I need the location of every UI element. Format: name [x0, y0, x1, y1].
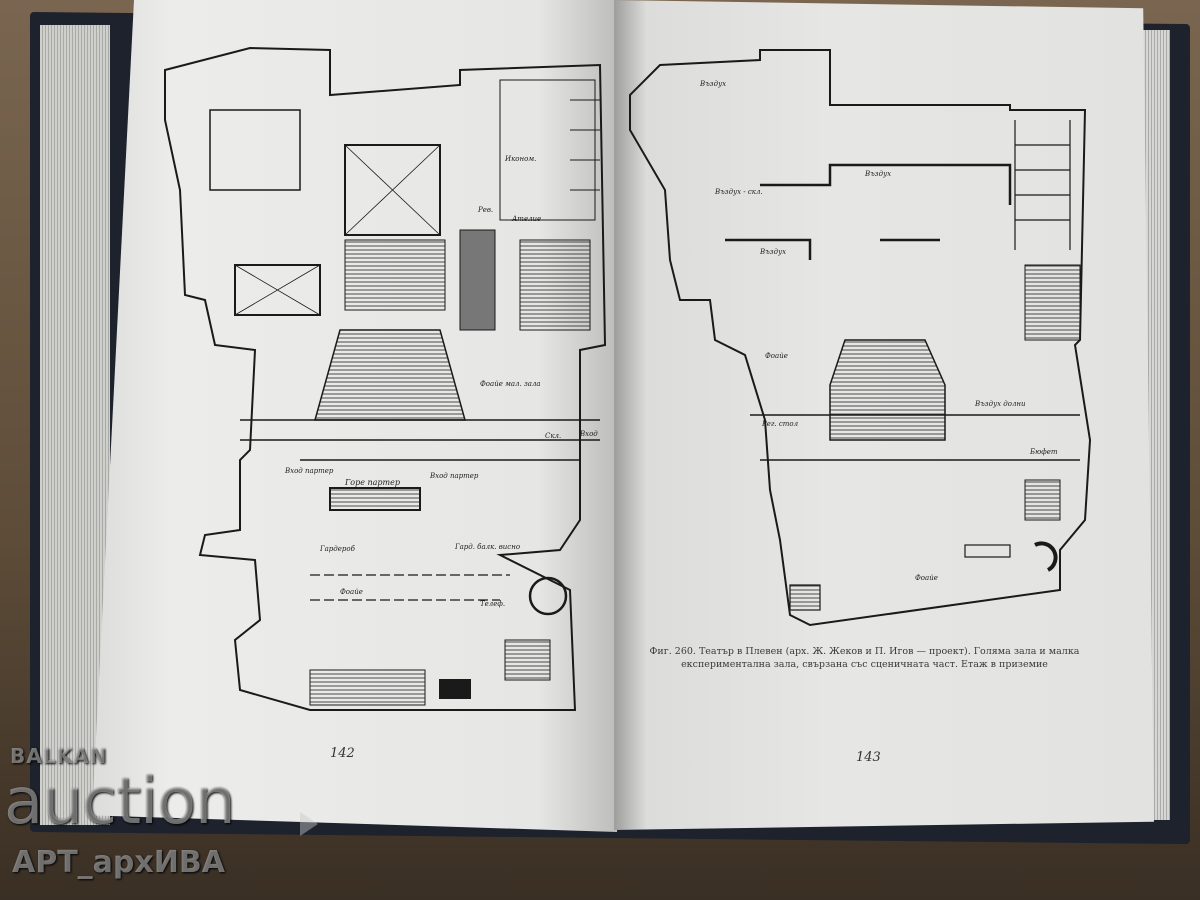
plan-label: Вход [580, 430, 598, 438]
watermark-seller: АРТ_архИВА [12, 845, 225, 880]
plan-label: Скл. [545, 432, 562, 440]
plan-label: Бюфет [1030, 448, 1058, 456]
page-number-right: 143 [856, 750, 881, 765]
watermark-brand-main: auction [4, 765, 236, 839]
plan-label: Вход партер [430, 472, 479, 480]
plan-label: Рев. [478, 206, 494, 214]
plan-label: Въздух долни [975, 400, 1026, 408]
plan-label: Иконом. [505, 155, 537, 163]
figure-caption: Фиг. 260. Театър в Плевен (арх. Ж. Жеков… [649, 646, 1080, 670]
plan-label: Въздух [865, 170, 892, 178]
plan-label: Фоайе мал. зала [480, 380, 541, 388]
watermark-brand-top: BALKAN [10, 744, 108, 768]
plan-label: Ателие [512, 215, 542, 223]
plan-label: Телеф. [480, 600, 506, 608]
watermark-play-icon [300, 812, 318, 836]
page-number-left: 142 [330, 746, 355, 761]
plan-label: Въздух [760, 248, 787, 256]
plan-label: Фоайе [765, 352, 788, 360]
plan-label: Гард. балк. висно [455, 543, 521, 551]
plan-label: Фоайе [340, 588, 363, 596]
plan-label: Вход партер [285, 467, 334, 475]
plan-label: Въздух [700, 80, 727, 88]
plan-label: Фоайе [915, 574, 938, 582]
plan-label: Гардероб [320, 545, 355, 553]
page-stack-left [40, 25, 110, 825]
plan-label: Рег. стол [762, 420, 799, 428]
plan-label: Въздух - скл. [715, 188, 763, 196]
plan-label: Горе партер [345, 478, 400, 487]
